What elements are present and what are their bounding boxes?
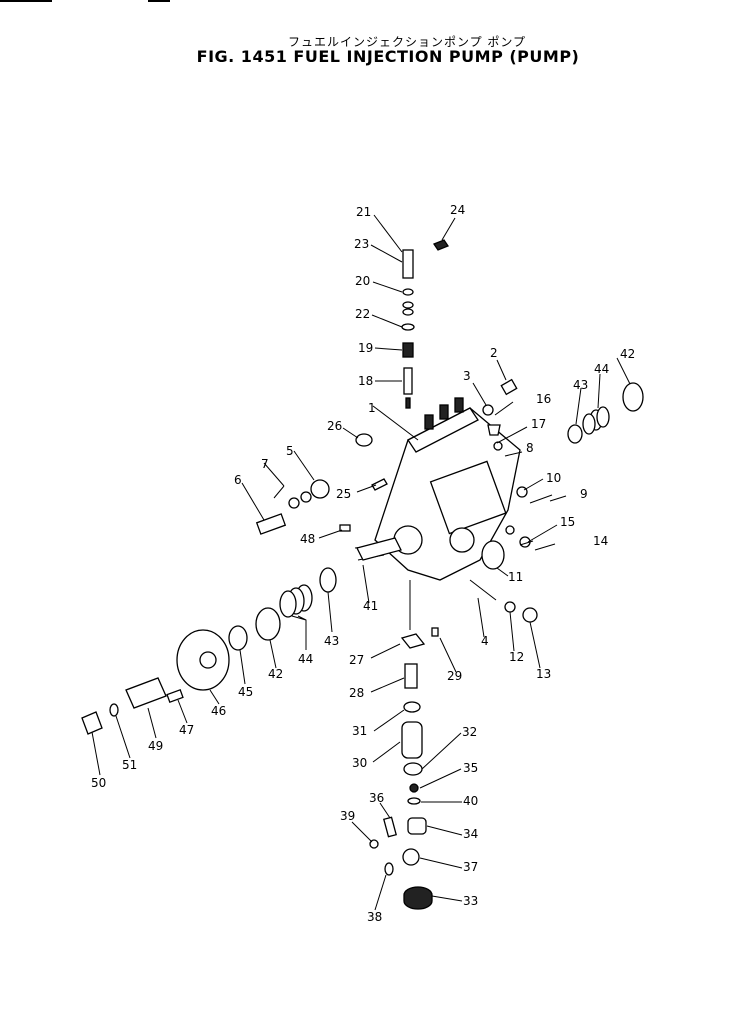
figure-title: FIG. 1451 FUEL INJECTION PUMP (PUMP) [196, 47, 580, 66]
callout-16: 16 [536, 392, 551, 406]
callout-42-left: 42 [268, 667, 283, 681]
callout-42-right: 42 [620, 347, 635, 361]
callout-9: 9 [580, 487, 588, 501]
callout-24: 24 [450, 203, 465, 217]
callout-44-right: 44 [594, 362, 609, 376]
parts-drawing [81, 214, 644, 911]
callout-26: 26 [327, 419, 342, 433]
callout-3: 3 [463, 369, 471, 383]
delivery-valves [424, 397, 464, 430]
callout-39: 39 [340, 809, 355, 823]
callout-1: 1 [368, 401, 376, 415]
callout-19: 19 [358, 341, 373, 355]
callout-44-left: 44 [298, 652, 313, 666]
callout-30: 30 [352, 756, 367, 770]
callout-20: 20 [355, 274, 370, 288]
callout-4: 4 [481, 634, 489, 648]
callout-41: 41 [363, 599, 378, 613]
callout-45: 45 [238, 685, 253, 699]
callout-10: 10 [546, 471, 561, 485]
callout-17: 17 [531, 417, 546, 431]
callout-labels: 1 2 3 4 5 6 7 8 9 10 11 12 13 14 15 16 1… [91, 203, 635, 924]
callout-2: 2 [490, 346, 498, 360]
callout-36: 36 [369, 791, 384, 805]
callout-23: 23 [354, 237, 369, 251]
callout-27: 27 [349, 653, 364, 667]
right-bearing-group [469, 378, 644, 623]
callout-34: 34 [463, 827, 478, 841]
callout-6: 6 [234, 473, 242, 487]
figure-title-japanese: フュエルインジェクションポンプ ポンプ [287, 35, 527, 49]
callout-32: 32 [462, 725, 477, 739]
callout-40: 40 [463, 794, 478, 808]
callout-31: 31 [352, 724, 367, 738]
top-valve-stack [401, 239, 449, 409]
callout-25: 25 [336, 487, 351, 501]
callout-50: 50 [91, 776, 106, 790]
callout-33: 33 [463, 894, 478, 908]
callout-47: 47 [179, 723, 194, 737]
callout-18: 18 [358, 374, 373, 388]
bottom-plunger-stack [369, 580, 439, 910]
left-drive-group [81, 433, 402, 735]
callout-46: 46 [211, 704, 226, 718]
callout-12: 12 [509, 650, 524, 664]
callout-38: 38 [367, 910, 382, 924]
callout-22: 22 [355, 307, 370, 321]
callout-21: 21 [356, 205, 371, 219]
callout-5: 5 [286, 444, 294, 458]
callout-43-right: 43 [573, 378, 588, 392]
callout-28: 28 [349, 686, 364, 700]
top-rule-left [0, 0, 52, 2]
callout-7: 7 [261, 457, 269, 471]
callout-49: 49 [148, 739, 163, 753]
top-rule-right [148, 0, 170, 2]
callout-35: 35 [463, 761, 478, 775]
callout-8: 8 [526, 441, 534, 455]
callout-13: 13 [536, 667, 551, 681]
callout-15: 15 [560, 515, 575, 529]
callout-51: 51 [122, 758, 137, 772]
callout-43-left: 43 [324, 634, 339, 648]
callout-29: 29 [447, 669, 462, 683]
leader-lines [91, 214, 631, 911]
callout-14: 14 [593, 534, 608, 548]
callout-48: 48 [300, 532, 315, 546]
callout-37: 37 [463, 860, 478, 874]
pump-housing [354, 407, 521, 581]
callout-11: 11 [508, 570, 523, 584]
